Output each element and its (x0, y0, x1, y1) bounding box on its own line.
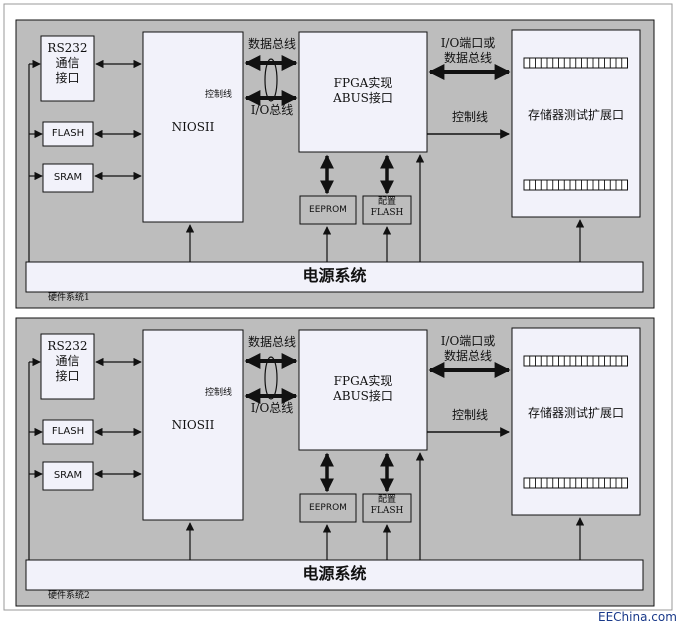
sys1-sram-block (42, 163, 94, 193)
sys1-data-bus-label: 数据总线 (247, 37, 296, 51)
sys2-io-port-label: I/O端口或数据总线 (440, 334, 496, 363)
sys2-caption-label: 硬件系统2 (48, 591, 90, 601)
sys1-connector-bottom (523, 179, 628, 191)
sys2-eeprom-block (299, 493, 357, 523)
sys1-rs232-block (40, 35, 95, 102)
sys1-flash-label: FLASH (51, 128, 85, 139)
sys1-ctrl-small-label: 控制线 (205, 90, 233, 100)
sys2-ctrl-line-label: 控制线 (451, 408, 488, 422)
sys1-connector-top (523, 57, 628, 69)
sys2-data-bus-label: 数据总线 (247, 335, 296, 349)
sys2-connector-top (523, 355, 628, 367)
sys1-eeprom-label: EEPROM (309, 205, 347, 215)
sys2-nios-label: NIOSII (171, 418, 215, 432)
sys1-ctrl-line-label: 控制线 (451, 110, 488, 124)
sys2-flash-label: FLASH (51, 426, 85, 437)
sys1-caption-label: 硬件系统1 (48, 293, 90, 303)
sys1-bus-ellipse (264, 58, 278, 102)
outer-frame (3, 3, 673, 611)
sys1-sram-label: SRAM (53, 172, 83, 183)
watermark-text: EEChina.com (598, 610, 676, 624)
sys1-power-label: 电源系统 (302, 266, 367, 285)
sys1-storage-label: 存储器测试扩展口 (527, 108, 624, 122)
sys2-rs232-block (40, 333, 95, 400)
sys1-io-bus-label: I/O总线 (250, 103, 294, 117)
sys2-power-label: 电源系统 (302, 564, 367, 583)
sys2-nios-block (142, 329, 244, 521)
sys2-fpga-block (298, 329, 428, 451)
sys1-fpga-block (298, 31, 428, 153)
sys1-power-block (25, 261, 644, 293)
sys1-io-port-label: I/O端口或数据总线 (440, 36, 496, 65)
sys1-nios-label: NIOSII (171, 120, 215, 134)
sys1-flash-block (42, 121, 94, 147)
sys2-power-block (25, 559, 644, 591)
sys2-config-flash-block (362, 493, 412, 523)
sys2-flash-block (42, 419, 94, 445)
sys2-storage-label: 存储器测试扩展口 (527, 406, 624, 420)
sys1-nios-block (142, 31, 244, 223)
sys2-connector-bottom (523, 477, 628, 489)
sys1-eeprom-block (299, 195, 357, 225)
sys2-sram-label: SRAM (53, 470, 83, 481)
sys2-ctrl-small-label: 控制线 (205, 388, 233, 398)
sys2-bus-ellipse (264, 356, 278, 400)
sys2-eeprom-label: EEPROM (309, 503, 347, 513)
sys2-io-bus-label: I/O总线 (250, 401, 294, 415)
sys1-config-flash-block (362, 195, 412, 225)
sys2-sram-block (42, 461, 94, 491)
